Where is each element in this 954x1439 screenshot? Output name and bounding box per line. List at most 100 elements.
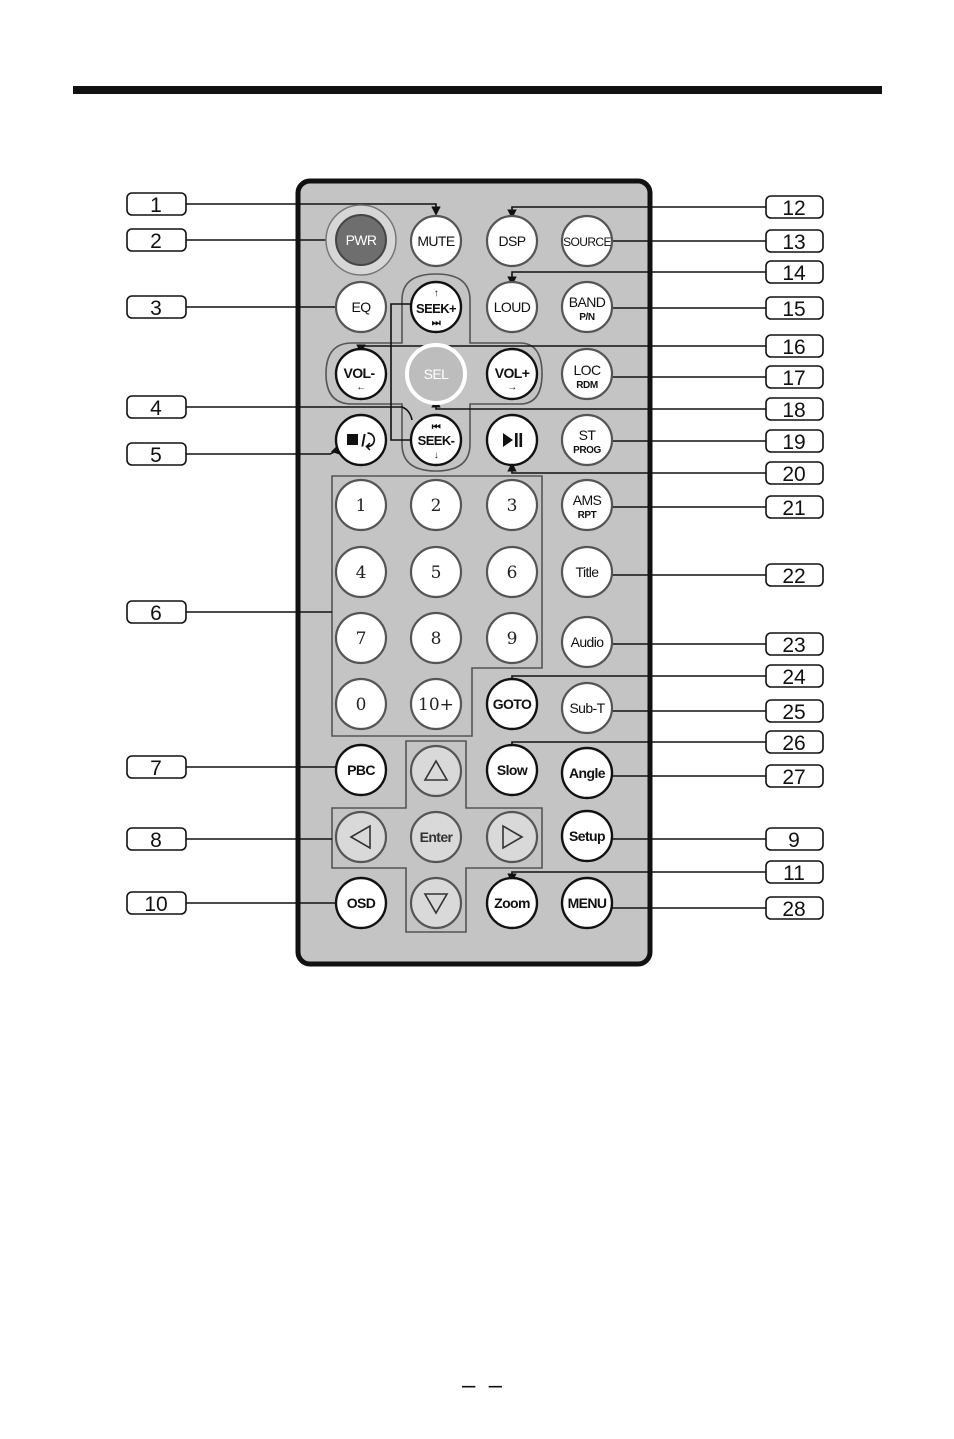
subt-button[interactable]: Sub-T: [562, 683, 612, 733]
angle-button[interactable]: Angle: [562, 748, 612, 798]
up-button[interactable]: [411, 746, 461, 796]
pause-bar-icon: [515, 433, 518, 447]
callout-box: 18: [766, 398, 823, 422]
osd-label: OSD: [347, 895, 376, 911]
callout-box: 22: [766, 564, 823, 588]
pwr-button[interactable]: PWR: [326, 205, 396, 275]
num-1-button[interactable]: 1: [336, 480, 386, 530]
menu-button[interactable]: MENU: [562, 878, 612, 928]
num-6-label: 6: [507, 563, 518, 583]
callout-label: 13: [782, 231, 805, 254]
sel-button[interactable]: SEL: [407, 345, 465, 403]
callout-box: 7: [127, 756, 186, 780]
callout-label: 26: [782, 732, 805, 755]
stop-repeat-button[interactable]: /⤸: [336, 415, 386, 465]
down-button[interactable]: [411, 878, 461, 928]
skip-forward-icon: ⏭: [432, 318, 441, 329]
callout-label: 27: [782, 766, 805, 789]
enter-label: Enter: [420, 829, 454, 845]
callout-box: 23: [766, 633, 823, 657]
callout-label: 20: [782, 463, 805, 486]
callout-label: 3: [150, 297, 162, 320]
vol-plus-label: VOL+: [495, 365, 530, 381]
zoom-label: Zoom: [494, 895, 530, 911]
callout-label: 9: [788, 829, 800, 852]
setup-button[interactable]: Setup: [562, 811, 612, 861]
header-rule: [73, 86, 882, 94]
right-button[interactable]: [487, 812, 537, 862]
slow-button[interactable]: Slow: [487, 745, 537, 795]
loud-button[interactable]: LOUD: [487, 282, 537, 332]
num-7-button[interactable]: 7: [336, 613, 386, 663]
callout-label: 18: [782, 399, 805, 422]
num-9-button[interactable]: 9: [487, 613, 537, 663]
callout-label: 19: [782, 431, 805, 454]
ams-label: AMS: [573, 492, 602, 508]
num-9-label: 9: [507, 629, 518, 649]
callout-label: 16: [782, 336, 805, 359]
seek-minus-button[interactable]: ⏮ SEEK- ↓: [411, 415, 461, 465]
up-arrow-icon: ↑: [434, 288, 439, 299]
st-button[interactable]: ST PROG: [562, 415, 612, 465]
st-label: ST: [579, 427, 597, 443]
left-button[interactable]: [336, 812, 386, 862]
enter-button[interactable]: Enter: [411, 812, 461, 862]
callout-box: 19: [766, 430, 823, 454]
num-6-button[interactable]: 6: [487, 547, 537, 597]
num-2-button[interactable]: 2: [411, 480, 461, 530]
loc-button[interactable]: LOC RDM: [562, 349, 612, 399]
num-4-button[interactable]: 4: [336, 547, 386, 597]
num-3-button[interactable]: 3: [487, 480, 537, 530]
callout-box: 10: [127, 892, 186, 916]
num-10plus-button[interactable]: 10+: [411, 679, 461, 729]
callout-box: 1: [127, 193, 186, 217]
callout-label: 24: [782, 666, 806, 689]
band-button[interactable]: BAND P/N: [562, 282, 612, 332]
callouts-left: 1 2 3 4 5 6 7 8 10: [127, 193, 186, 916]
ams-button[interactable]: AMS RPT: [562, 480, 612, 530]
zoom-button[interactable]: Zoom: [487, 878, 537, 928]
num-3-label: 3: [507, 496, 518, 516]
vol-minus-button[interactable]: VOL- ←: [336, 349, 386, 399]
callout-label: 21: [782, 497, 805, 520]
goto-label: GOTO: [493, 696, 532, 712]
pause-bar-icon: [520, 433, 523, 447]
pbc-button[interactable]: PBC: [336, 745, 386, 795]
callout-box: 17: [766, 366, 823, 390]
callout-label: 14: [782, 262, 806, 285]
num-5-button[interactable]: 5: [411, 547, 461, 597]
audio-label: Audio: [571, 634, 605, 650]
audio-button[interactable]: Audio: [562, 617, 612, 667]
sel-label: SEL: [424, 366, 449, 382]
vol-minus-label: VOL-: [343, 365, 375, 381]
down-arrow-icon: ↓: [434, 450, 439, 461]
seek-plus-button[interactable]: ↑ SEEK+ ⏭: [411, 282, 461, 332]
mute-button[interactable]: MUTE: [411, 216, 461, 266]
ams-sub-label: RPT: [578, 510, 597, 521]
skip-back-icon: ⏮: [432, 422, 441, 433]
setup-label: Setup: [569, 828, 605, 844]
osd-button[interactable]: OSD: [336, 878, 386, 928]
callout-label: 17: [782, 367, 805, 390]
title-button[interactable]: Title: [562, 547, 612, 597]
num-7-label: 7: [356, 629, 367, 649]
band-sub-label: P/N: [579, 312, 595, 323]
left-arrow-icon: ←: [356, 382, 366, 393]
loud-label: LOUD: [494, 299, 531, 315]
vol-plus-button[interactable]: VOL+ →: [487, 349, 537, 399]
num-0-button[interactable]: 0: [336, 679, 386, 729]
callout-label: 7: [150, 757, 162, 780]
callout-label: 5: [150, 444, 162, 467]
callout-label: 1: [150, 194, 162, 217]
dsp-button[interactable]: DSP: [487, 216, 537, 266]
right-arrow-icon: →: [507, 382, 517, 393]
eq-button[interactable]: EQ: [336, 282, 386, 332]
callout-label: 25: [782, 701, 805, 724]
goto-button[interactable]: GOTO: [487, 679, 537, 729]
play-pause-button[interactable]: [487, 415, 537, 465]
callout-label: 23: [782, 634, 805, 657]
source-button[interactable]: SOURCE: [562, 216, 612, 266]
callout-box: 26: [766, 731, 823, 755]
num-8-button[interactable]: 8: [411, 613, 461, 663]
callout-box: 2: [127, 229, 186, 253]
